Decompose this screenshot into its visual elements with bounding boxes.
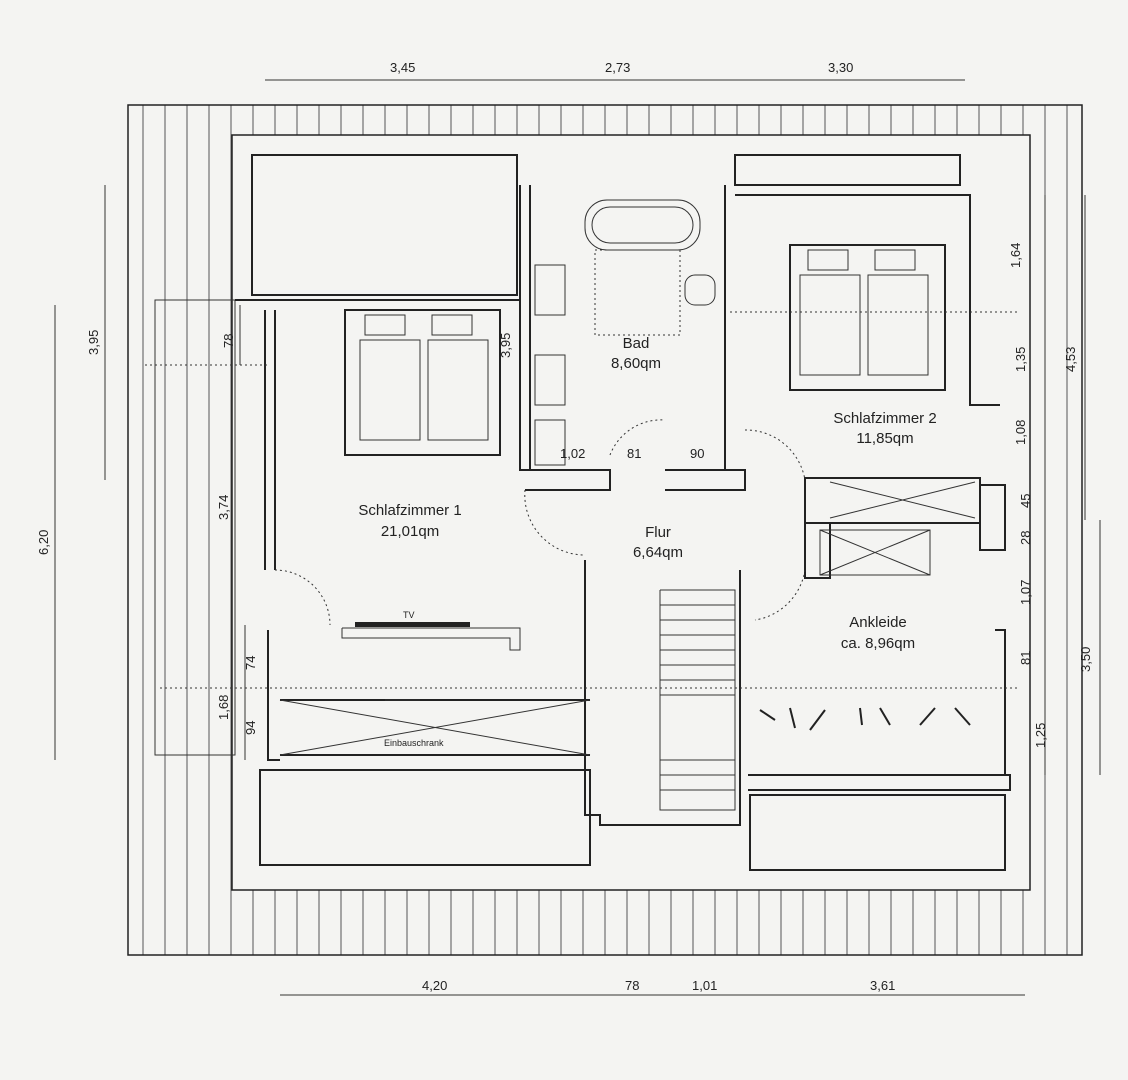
room-schlafzimmer-1: Schlafzimmer 1 21,01qm	[358, 502, 461, 540]
dim-top-2: 2,73	[605, 60, 630, 75]
tv-sideboard	[341, 622, 521, 651]
dim-left-6: 1,68	[216, 695, 231, 720]
dim-right-outer-1: 4,53	[1063, 347, 1078, 372]
room-area: 8,60qm	[611, 355, 661, 372]
dim-right-2: 1,35	[1013, 347, 1028, 372]
section-lines	[145, 311, 1020, 689]
dim-bottom-2: 78	[625, 978, 639, 993]
dim-left-5: 74	[243, 656, 258, 670]
dim-left-7: 94	[243, 721, 258, 735]
dim-right-1: 1,64	[1008, 243, 1023, 268]
dim-left-4: 3,74	[216, 495, 231, 520]
dim-interior-3: 81	[627, 446, 641, 461]
room-name: Bad	[623, 335, 650, 352]
dim-right-3: 1,08	[1013, 420, 1028, 445]
dim-bottom-3: 1,01	[692, 978, 717, 993]
dim-left-1: 3,95	[86, 330, 101, 355]
dim-interior-1: 3,95	[498, 333, 513, 358]
bathroom-fixtures	[534, 199, 716, 466]
room-name: Flur	[645, 524, 671, 541]
room-bad: Bad 8,60qm	[611, 335, 661, 372]
dim-interior-2: 1,02	[560, 446, 585, 461]
room-name: Schlafzimmer 1	[358, 502, 461, 519]
room-area: ca. 8,96qm	[841, 635, 915, 652]
room-ankleide: Ankleide ca. 8,96qm	[841, 614, 915, 652]
bed-schlafzimmer-2	[789, 244, 946, 391]
dim-left-3: 78	[221, 334, 236, 348]
room-name: Ankleide	[849, 614, 907, 631]
dim-right-8: 1,25	[1033, 723, 1048, 748]
dim-right-4: 45	[1018, 494, 1033, 508]
dim-bottom-4: 3,61	[870, 978, 895, 993]
dim-interior-4: 90	[690, 446, 704, 461]
einbauschrank-label: Einbauschrank	[384, 738, 444, 748]
door-swings	[274, 419, 806, 626]
dim-top-1: 3,45	[390, 60, 415, 75]
dim-right-7: 81	[1018, 651, 1033, 665]
dim-bottom-1: 4,20	[422, 978, 447, 993]
walls	[235, 185, 1011, 826]
dim-top-3: 3,30	[828, 60, 853, 75]
dim-left-2: 6,20	[36, 530, 51, 555]
dimension-lines	[54, 79, 1101, 996]
dimension-labels: 3,45 2,73 3,30 4,20 78 1,01 3,61 3,95 6,…	[36, 60, 1093, 993]
room-area: 6,64qm	[633, 544, 683, 561]
room-area: 21,01qm	[381, 523, 439, 540]
dim-right-outer-2: 3,50	[1078, 647, 1093, 672]
bed-schlafzimmer-1	[344, 309, 501, 456]
roof-slope-hatching	[127, 104, 1083, 956]
dim-right-5: 28	[1018, 531, 1033, 545]
tv-label: TV	[403, 610, 415, 620]
room-schlafzimmer-2: Schlafzimmer 2 11,85qm	[833, 410, 936, 447]
room-name: Schlafzimmer 2	[833, 410, 936, 427]
room-area: 11,85qm	[856, 430, 913, 447]
room-flur: Flur 6,64qm	[633, 524, 683, 561]
dim-right-6: 1,07	[1018, 580, 1033, 605]
